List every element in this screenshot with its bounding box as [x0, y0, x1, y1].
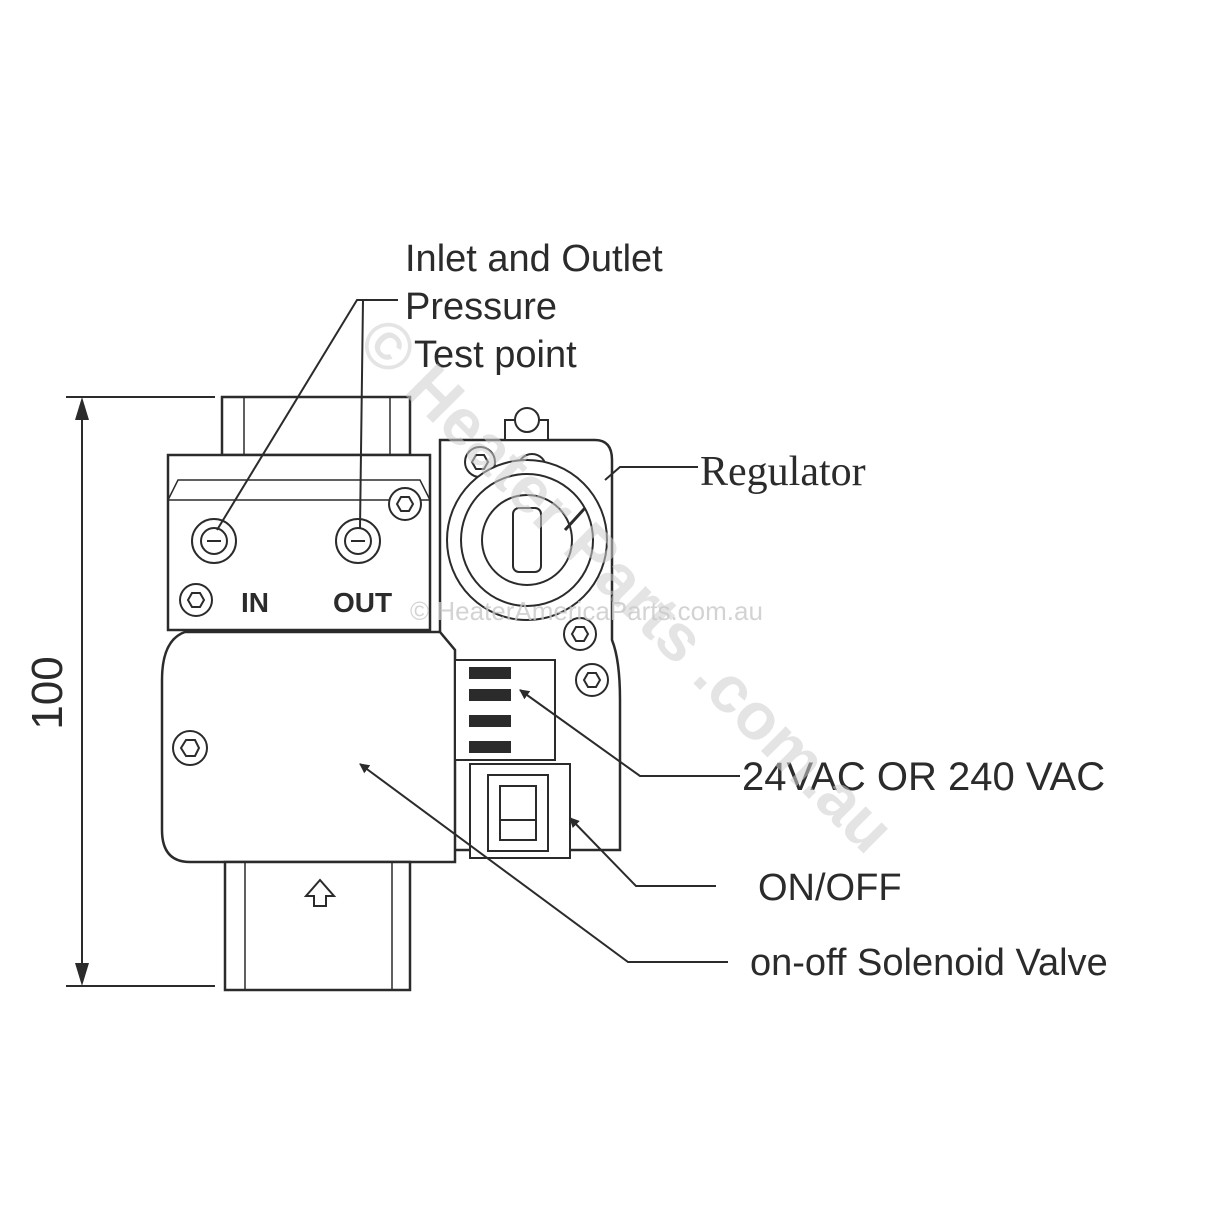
- outlet-test-point: [335, 518, 381, 564]
- screw-icon: [172, 730, 208, 766]
- screw-icon: [388, 487, 422, 521]
- on-off-switch: [469, 763, 571, 859]
- watermark-center: © HeaterAmericaParts.com.au: [410, 596, 763, 626]
- terminal-block: [454, 659, 556, 761]
- callout-on-off: ON/OFF: [758, 867, 902, 909]
- callout-test-point-line1: Inlet and Outlet: [405, 238, 663, 280]
- callout-voltage: 24VAC OR 240 VAC: [742, 755, 1105, 799]
- dimension-label: 100: [23, 656, 72, 729]
- port-label-out: OUT: [333, 587, 392, 618]
- inlet-test-point: [191, 518, 237, 564]
- callout-solenoid: on-off Solenoid Valve: [750, 942, 1108, 984]
- flow-arrow-icon: [303, 878, 337, 907]
- callout-test-point-line2: Pressure: [405, 286, 557, 328]
- screw-icon: [179, 583, 213, 617]
- screw-icon: [575, 663, 609, 697]
- port-label-in: IN: [241, 587, 269, 618]
- callout-test-point-line3: Test point: [414, 334, 577, 376]
- dimension-indicator: [66, 396, 215, 987]
- screw-icon: [563, 617, 597, 651]
- leader-lines: [216, 299, 740, 963]
- regulator-dial: [446, 407, 608, 621]
- callout-regulator: Regulator: [700, 449, 866, 495]
